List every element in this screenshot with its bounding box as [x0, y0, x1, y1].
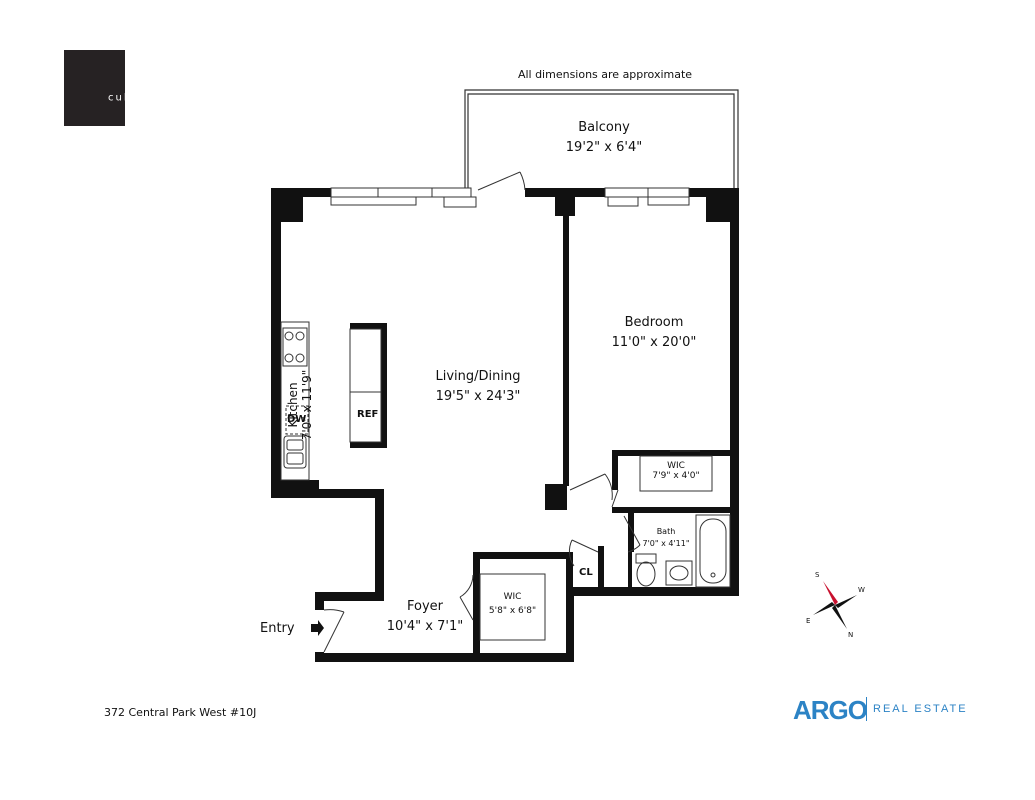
balcony-label: Balcony 19'2" x 6'4" [565, 120, 643, 155]
wall [271, 489, 384, 498]
compass-icon [813, 581, 857, 629]
pillar [706, 196, 730, 222]
wall [566, 552, 573, 592]
wall [598, 546, 604, 590]
pillar [280, 196, 303, 222]
wall [730, 188, 739, 596]
argo-logo: ARGO [793, 695, 868, 725]
dimensions-note: All dimensions are approximate [517, 68, 693, 81]
wall [628, 536, 632, 587]
address-label: 372 Central Park West #10J [104, 706, 257, 719]
wall [612, 450, 739, 456]
wall [473, 552, 573, 559]
pillar [545, 484, 567, 510]
bedroom-wic-label: WIC 7'9" x 4'0" [652, 461, 700, 481]
foyer-label: Foyer 10'4" x 7'1" [386, 599, 464, 634]
entry-arrow [311, 620, 324, 636]
wall [612, 507, 739, 513]
wall [566, 587, 739, 596]
wall [350, 323, 387, 329]
wall [563, 196, 569, 486]
bath-fixtures [635, 514, 731, 588]
wall [473, 552, 480, 660]
closet-label: CL [579, 567, 593, 578]
culver-logo-text: culverLIFE [108, 92, 160, 104]
bath-label: Bath 7'0" x 4'11" [642, 527, 690, 548]
compass-s: S [815, 571, 820, 579]
balcony-outline [464, 89, 739, 188]
compass-n: N [848, 631, 854, 639]
refrigerator-label: REF [357, 409, 379, 420]
windows [330, 187, 690, 208]
argo-subtitle: REAL ESTATE [873, 703, 968, 715]
wall [566, 587, 574, 662]
compass-e: E [806, 617, 811, 625]
dishwasher-label: DW [287, 414, 307, 425]
wall [350, 442, 387, 448]
wall [271, 188, 281, 498]
wall [315, 653, 573, 662]
entry-label: Entry [260, 621, 295, 636]
wall [375, 489, 384, 595]
bedroom-label: Bedroom 11'0" x 20'0" [611, 315, 697, 350]
argo-divider [866, 697, 867, 721]
closet-inner [479, 450, 713, 641]
wall [315, 592, 324, 610]
balcony-door [477, 171, 526, 191]
compass-w: W [858, 586, 865, 594]
culver-logo [64, 50, 125, 126]
pillar [281, 480, 319, 494]
wall [271, 188, 331, 197]
kitchen-counter [280, 321, 382, 481]
wall [381, 323, 387, 448]
wall [612, 450, 618, 490]
living-label: Living/Dining 19'5" x 24'3" [435, 369, 521, 404]
kitchen-label: Kitchen 7'0" x 11'9" [286, 369, 314, 441]
wall [315, 592, 384, 601]
foyer-wic-label: WIC 5'8" x 6'8" [488, 592, 537, 616]
doors [323, 473, 641, 653]
